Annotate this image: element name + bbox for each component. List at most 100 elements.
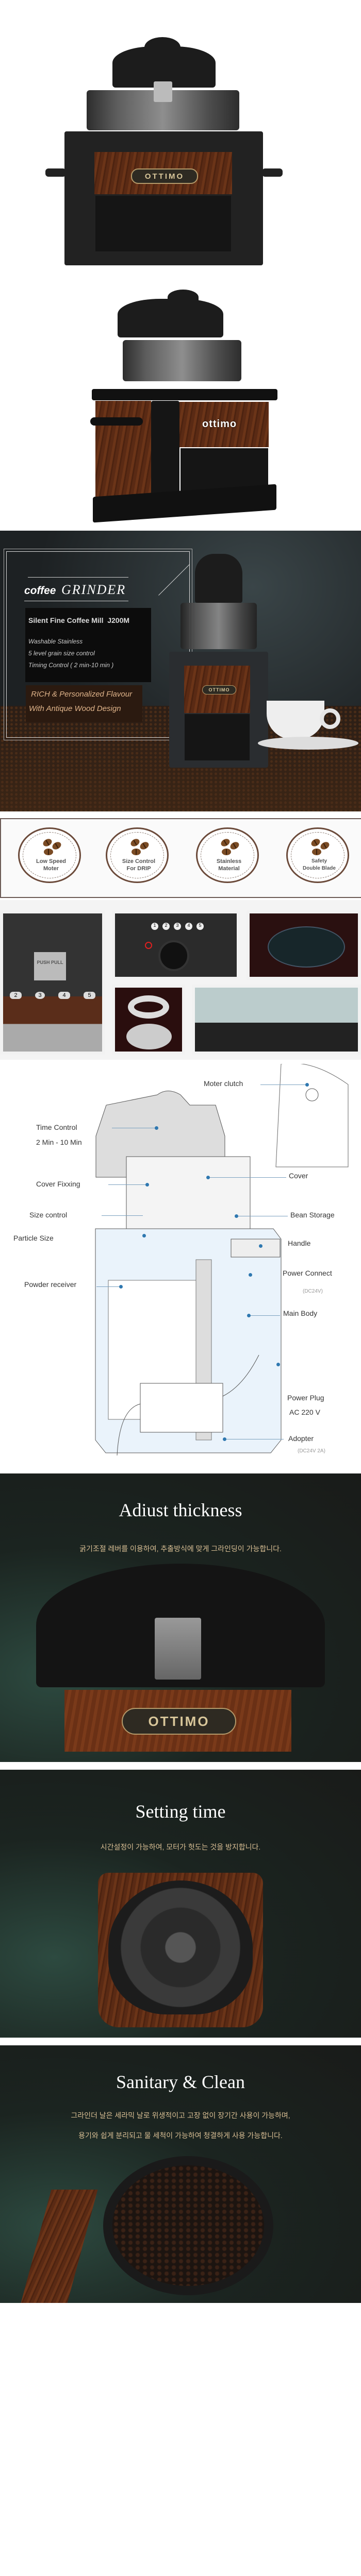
section-title: Sanitary & Clean	[116, 2072, 245, 2092]
label-handle: Handle	[288, 1239, 311, 1247]
feature-label: Size Control	[122, 858, 156, 865]
coffee-bean-icon	[228, 840, 241, 851]
coffee-bean-icon	[132, 849, 141, 855]
clamp-closeup	[155, 1618, 201, 1680]
label-main-body: Main Body	[283, 1309, 318, 1317]
parts-diagram: Moter clutch Time Control 2 Min - 10 Min…	[0, 1064, 361, 1468]
label-bean-storage: Bean Storage	[290, 1211, 335, 1219]
section-adjust-thickness: Adiust thickness 굵기조절 레버를 이용하여, 추출방식에 맞게…	[0, 1473, 361, 1762]
spec-line: Washable Stainless	[28, 638, 83, 645]
label-power-connect-spec: (DC24V)	[303, 1289, 323, 1294]
section-sanitary-clean: Sanitary & Clean 그라인더 날은 세라믹 날로 위생적이고 고장…	[0, 2045, 361, 2303]
size-number: 5	[84, 992, 95, 999]
grinder-hopper	[180, 603, 257, 649]
label-particle-size: Particle Size	[13, 1234, 54, 1242]
handle-right	[262, 168, 283, 177]
photo-size-scale	[192, 985, 361, 1055]
label-motor-clutch: Moter clutch	[204, 1079, 243, 1088]
hero-side-product: ottimo	[0, 278, 361, 526]
photo-burr-set	[112, 985, 185, 1055]
size-number: 2	[10, 992, 22, 999]
grinder-top-plate	[92, 389, 277, 400]
callout-dot	[119, 1285, 123, 1289]
callout-dot	[155, 1126, 158, 1130]
callout-line	[209, 1177, 286, 1178]
callout-line	[108, 1184, 147, 1185]
burr-cone	[126, 1024, 172, 1049]
handle-left	[45, 168, 66, 177]
coffee-bean-icon	[222, 849, 231, 855]
coffee-bean-icon	[44, 849, 53, 855]
handle	[90, 417, 143, 426]
grinder-top-dial	[108, 1880, 253, 2014]
timer-scale: 1 2 3 4 5	[151, 923, 204, 930]
brand-logo: ottimo	[202, 418, 237, 430]
saucer	[258, 737, 358, 750]
label-adapter: Adopter	[288, 1434, 314, 1443]
power-icon	[145, 942, 152, 949]
banner-title: coffee GRINDER	[24, 582, 126, 598]
photo-size-lever: PUSH PULL 2 3 4 5	[0, 910, 105, 1055]
size-number: 4	[58, 992, 70, 999]
coffee-bean-icon	[129, 837, 141, 848]
photo-blade-disc	[247, 910, 361, 980]
grinder-drawer	[95, 196, 231, 251]
feature-label: Double Blade	[303, 866, 336, 871]
hopper-with-beans	[103, 2156, 273, 2295]
tagline-line: With Antique Wood Design	[29, 704, 121, 713]
model-name: Silent Fine Coffee Mill J200M	[28, 616, 130, 624]
label-time-control: Time Control	[36, 1123, 77, 1131]
hero-front-product: OTTIMO	[0, 0, 361, 278]
feature-label: For DRIP	[126, 866, 151, 872]
brand-badge: OTTIMO	[202, 685, 236, 694]
section-subtitle-line: 그라인더 날은 세라믹 날로 위생적이고 고장 없이 장기간 사용이 가능하며,	[71, 2111, 290, 2120]
timer-knob	[158, 940, 189, 971]
coffee-bean-icon	[309, 837, 322, 848]
grinder-wood-front	[179, 402, 269, 447]
coffee-bean-icon	[138, 840, 151, 851]
callout-dot	[142, 1234, 146, 1238]
callout-dot	[235, 1214, 238, 1218]
brand-badge: OTTIMO	[122, 1708, 236, 1735]
size-number: 3	[35, 992, 45, 999]
callout-line	[102, 1215, 143, 1216]
label-size-control: Size control	[29, 1211, 68, 1219]
callout-line	[250, 1315, 280, 1316]
size-dial: 2 3 4 5	[3, 988, 102, 1003]
label-time-range: 2 Min - 10 Min	[36, 1138, 82, 1146]
label-cover-fixing: Cover Fixxing	[36, 1180, 80, 1188]
burr-ring	[128, 995, 169, 1019]
timer-number: 3	[174, 923, 181, 930]
grinder-motor-head	[144, 37, 180, 58]
callout-dot	[276, 1363, 280, 1366]
cup-handle	[320, 708, 340, 729]
coffee-bean-icon	[41, 837, 54, 848]
label-power-plug: Power Plug	[287, 1394, 324, 1402]
wood-corner	[21, 2190, 98, 2303]
section-subtitle-line: 용기와 쉽게 분리되고 물 세척이 가능하여 청결하게 사용 가능합니다.	[78, 2131, 283, 2140]
banner-title-small: coffee	[24, 585, 56, 597]
grinder-motor-cap	[118, 299, 223, 337]
callout-dot	[206, 1176, 210, 1179]
grinder-motor-head	[168, 290, 199, 305]
feature-label: Stainless	[216, 858, 242, 865]
section-title: Setting time	[135, 1801, 226, 1822]
coffee-bean-icon	[219, 837, 232, 848]
feature-label: Low Speed	[36, 858, 67, 865]
section-title: Adiust thickness	[119, 1500, 242, 1520]
grinder-clamp	[154, 81, 172, 102]
section-setting-time: Setting time 시간설정이 가능하여, 모터가 헛도는 것을 방지합니…	[0, 1770, 361, 2038]
callout-dot	[247, 1314, 251, 1317]
detail-gallery: PUSH PULL 2 3 4 5 1 2 3 4 5	[0, 900, 361, 1060]
callout-line	[96, 1286, 120, 1287]
label-cover: Cover	[289, 1172, 308, 1180]
timer-number: 2	[162, 923, 170, 930]
callout-dot	[249, 1273, 252, 1277]
blade-disc	[268, 926, 345, 968]
feature-label: Material	[218, 866, 240, 872]
grinder-hopper	[123, 340, 241, 381]
callout-dot	[145, 1183, 149, 1187]
